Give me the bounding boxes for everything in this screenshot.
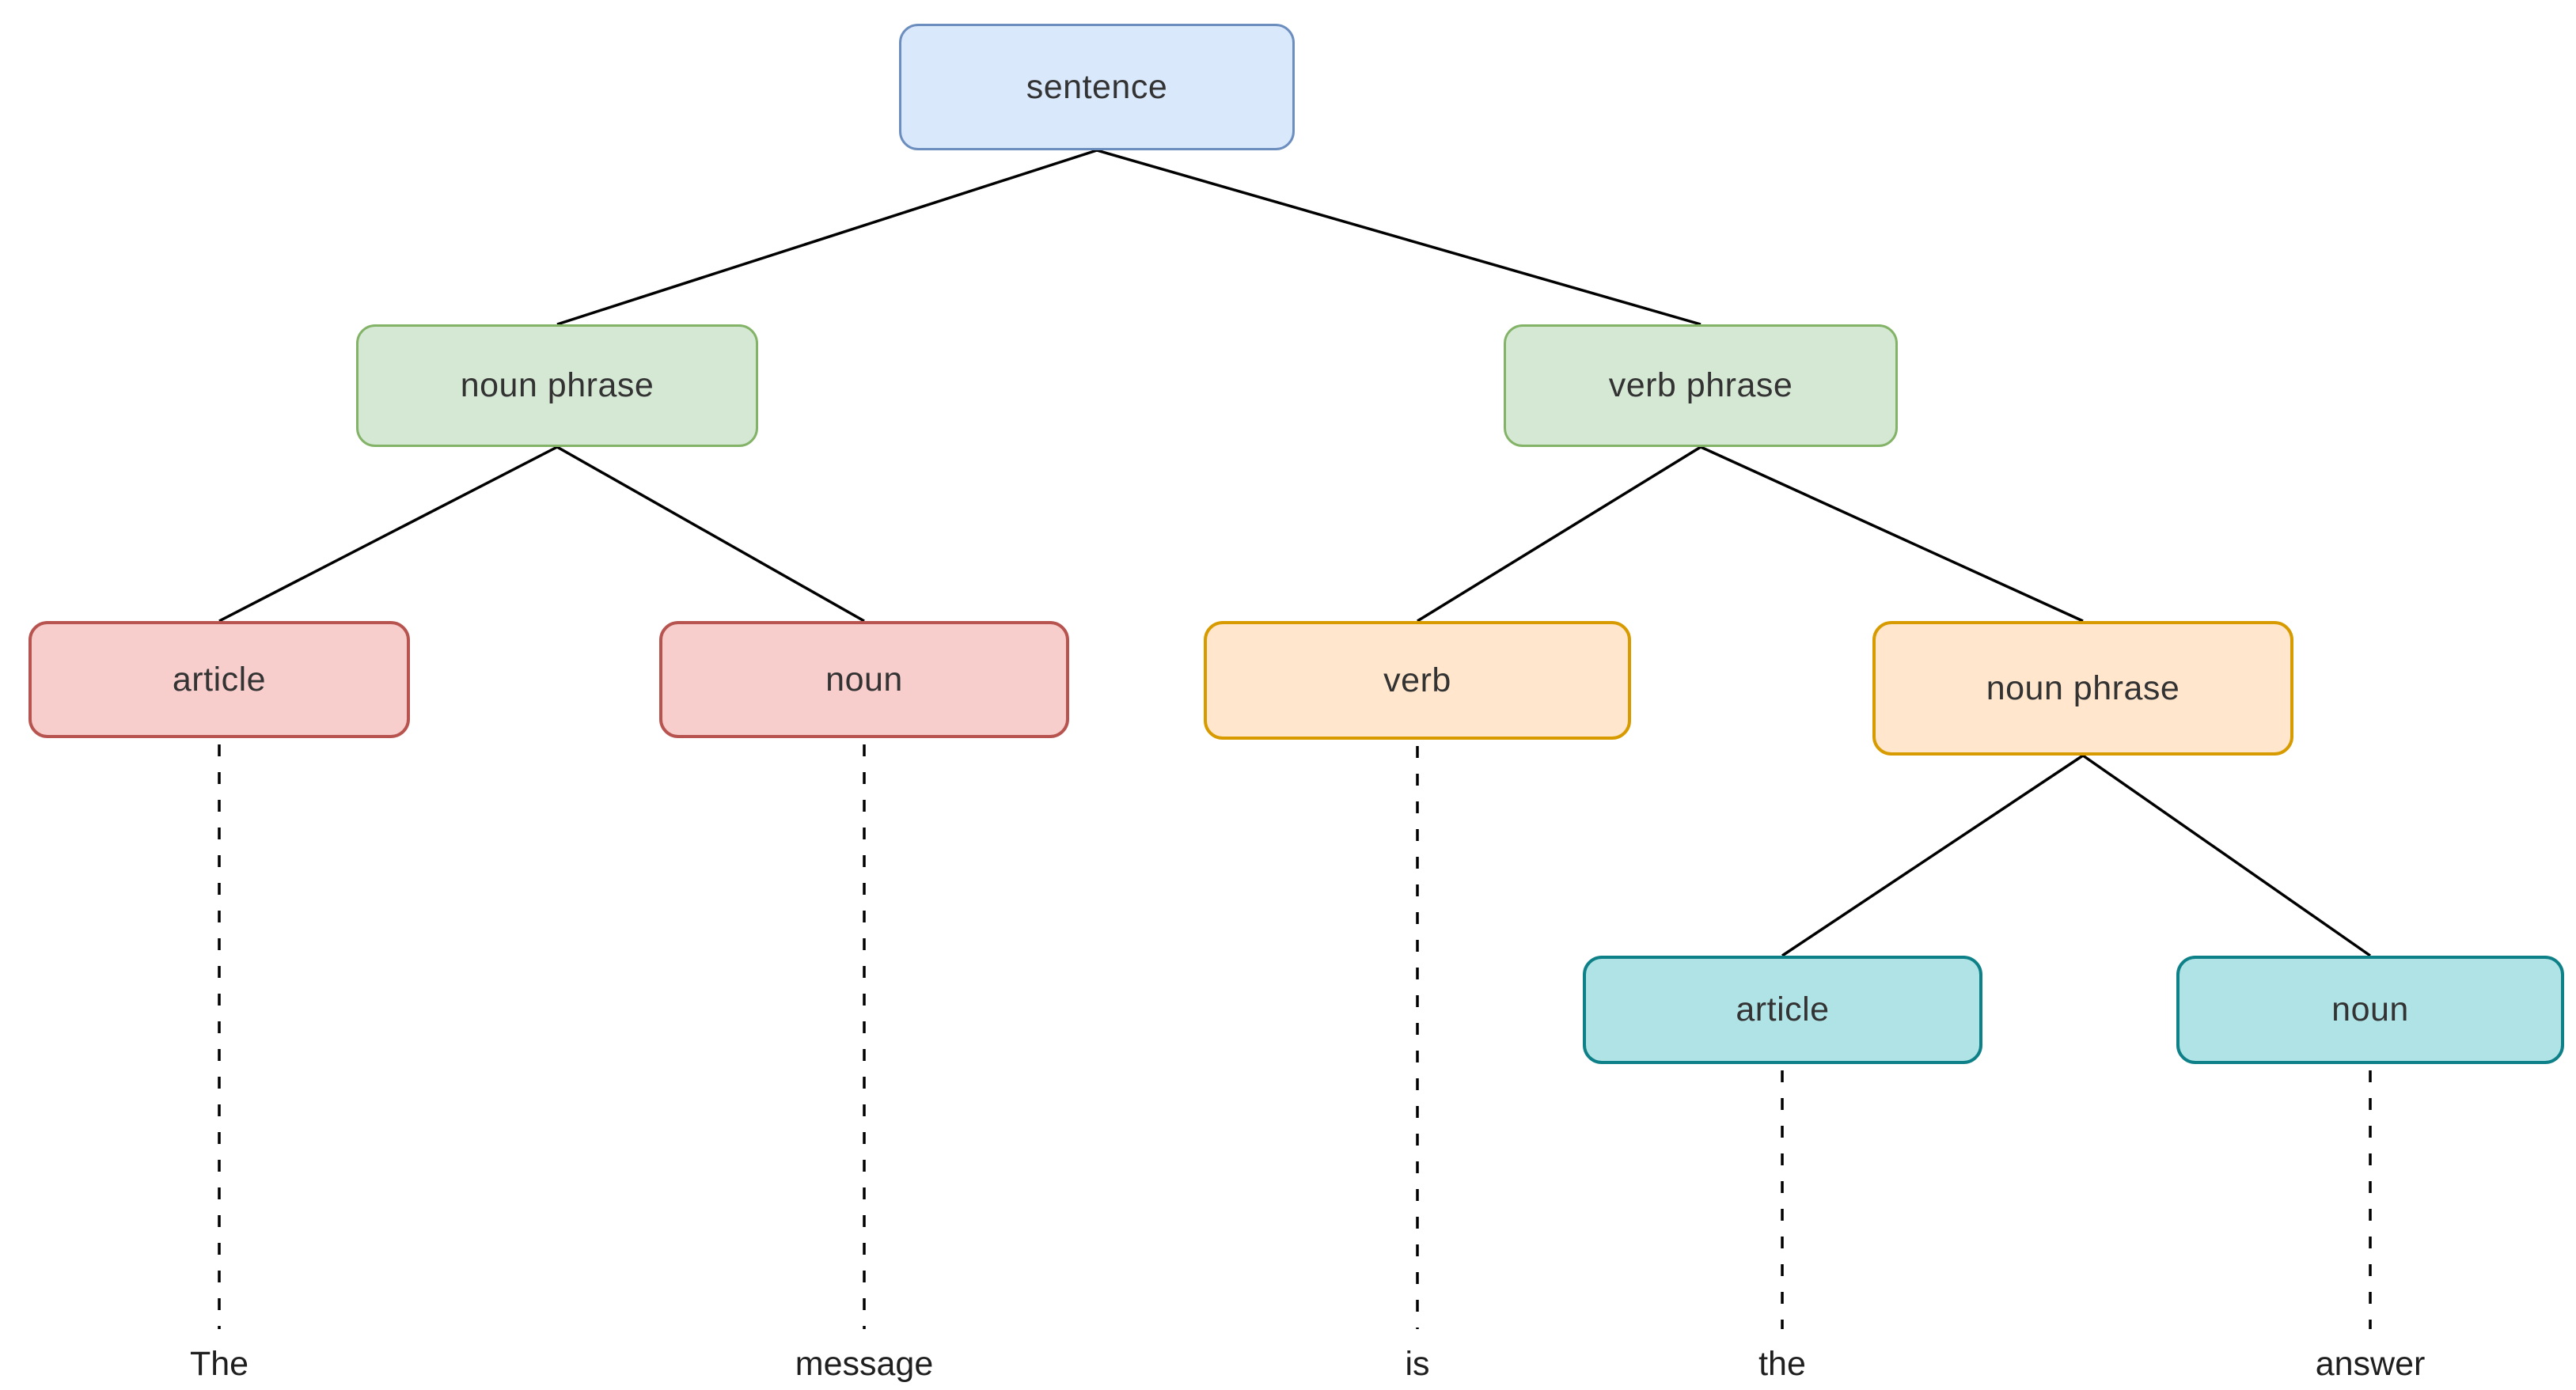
edge-noun-phrase-1-to-article-1 (218, 445, 558, 623)
edge-verb-phrase-to-noun-phrase-2 (1700, 445, 2084, 623)
node-article-2[interactable]: article (1583, 956, 1982, 1064)
edge-noun-phrase-1-to-noun-1 (556, 445, 865, 623)
node-sentence[interactable]: sentence (899, 24, 1295, 150)
word-answer[interactable]: answer (2315, 1345, 2426, 1383)
node-article-1[interactable]: article (28, 621, 410, 738)
edge-sentence-to-noun-phrase-1 (556, 149, 1098, 326)
edge-noun-phrase-2-to-article-2 (1781, 754, 2084, 957)
node-noun-phrase-1[interactable]: noun phrase (356, 324, 758, 447)
word-is[interactable]: is (1405, 1345, 1430, 1383)
edge-verb-phrase-to-verb (1417, 445, 1702, 623)
edge-sentence-to-verb-phrase (1096, 149, 1702, 326)
node-noun-1[interactable]: noun (659, 621, 1069, 738)
node-noun-2[interactable]: noun (2176, 956, 2564, 1064)
word-the-2[interactable]: the (1758, 1345, 1806, 1383)
node-noun-phrase-2[interactable]: noun phrase (1872, 621, 2293, 756)
node-verb-phrase[interactable]: verb phrase (1504, 324, 1898, 447)
node-verb[interactable]: verb (1204, 621, 1631, 740)
word-the-1[interactable]: The (189, 1345, 249, 1383)
edge-noun-phrase-2-to-noun-2 (2081, 754, 2372, 957)
word-message[interactable]: message (795, 1345, 934, 1383)
